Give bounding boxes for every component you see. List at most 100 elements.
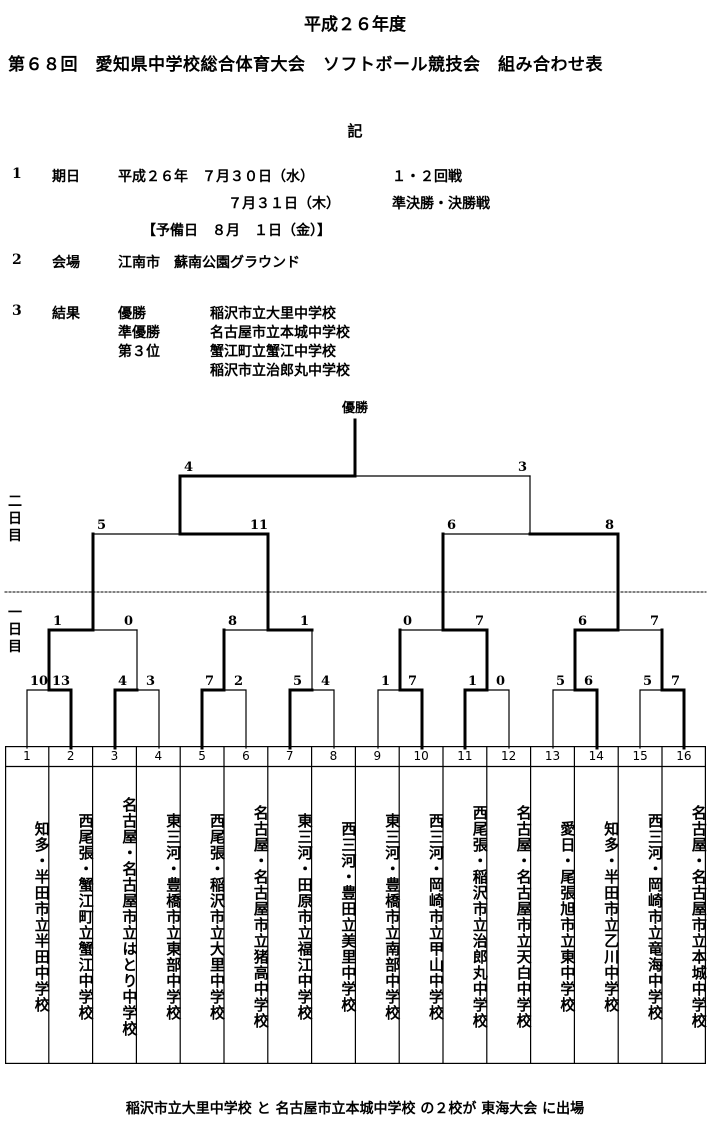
school-column: 8 西三河・豊田立美里中学校 [312, 746, 358, 1064]
school-number: 16 [676, 749, 692, 763]
bracket-score: 11 [250, 518, 268, 533]
bracket-score: 0 [496, 674, 505, 689]
school-name: 西尾張・稲沢市立大里中学校 [207, 812, 226, 1021]
item1-line2-event: 準決勝・決勝戦 [392, 196, 490, 212]
bracket-score: 8 [605, 518, 614, 533]
school-column: 12 名古屋・名古屋市立天白中学校 [487, 746, 533, 1064]
school-column: 14 知多・半田市立乙川中学校 [574, 746, 621, 1064]
school-number: 13 [544, 749, 561, 763]
result-label: 準優勝 [118, 325, 160, 341]
school-name: 名古屋・名古屋市立はとり中学校 [120, 796, 139, 1037]
bracket-score: 5 [293, 674, 302, 689]
bracket-score: 13 [52, 674, 70, 689]
school-name: 西三河・岡崎市立竜海中学校 [645, 812, 664, 1021]
school-column: 4 東三河・豊橋市立東部中学校 [136, 746, 183, 1064]
school-name: 西尾張・稲沢市立治郎丸中学校 [470, 804, 489, 1029]
school-column: 7 東三河・田原市立福江中学校 [268, 746, 314, 1064]
document-main-title: 第６８回 愛知県中学校総合体育大会 ソフトボール競技会 組み合わせ表 [8, 55, 603, 75]
school-name: 東三河・田原市立福江中学校 [295, 812, 314, 1021]
bracket-score: 6 [447, 518, 456, 533]
table-grid [5, 746, 706, 1064]
result-label: 優勝 [118, 306, 146, 322]
item1-label: 期日 [52, 169, 80, 185]
school-column: 9 東三河・豊橋市立南部中学校 [355, 746, 402, 1064]
item1-line1-date: 平成２６年 ７月３０日（水） [118, 169, 314, 185]
school-name: 愛日・尾張旭市立東中学校 [558, 820, 577, 1013]
school-column: 15 西三河・岡崎市立竜海中学校 [618, 746, 664, 1064]
item2-number: 2 [12, 252, 22, 268]
school-number: 14 [588, 749, 604, 763]
document-year-title: 平成２６年度 [304, 15, 406, 35]
bracket-score: 1 [300, 614, 309, 629]
item1-reserve-date: 【予備日 ８月 １日（金）】 [142, 223, 331, 239]
result-label: 第３位 [118, 344, 160, 360]
bracket-score: 7 [671, 674, 680, 689]
school-number: 3 [110, 749, 119, 763]
school-column: 1 知多・半田市立半田中学校 [5, 746, 51, 1064]
bracket-score: 5 [556, 674, 565, 689]
ki-heading: 記 [347, 122, 363, 140]
bracket-score: 1 [468, 674, 477, 689]
school-name: 知多・半田市立乙川中学校 [602, 820, 621, 1013]
school-column: 16 名古屋・名古屋市立本城中学校 [662, 746, 708, 1064]
result-school: 稲沢市立治郎丸中学校 [210, 363, 350, 379]
school-number: 8 [329, 749, 338, 763]
item1-line2-date: ７月３１日（木） [228, 196, 340, 212]
bracket-score: 7 [408, 674, 417, 689]
item2-venue: 江南市 蘇南公園グラウンド [118, 255, 300, 271]
champion-label: 優勝 [341, 400, 369, 416]
item3-label: 結果 [52, 306, 80, 322]
footer-note: 稲沢市立大里中学校 と 名古屋市立本城中学校 の２校が 東海大会 に出場 [125, 1101, 585, 1117]
school-number: 12 [501, 749, 517, 763]
bracket-score: 7 [475, 614, 484, 629]
school-number: 9 [373, 749, 382, 763]
school-number: 10 [413, 749, 429, 763]
item1-line1-event: １・２回戦 [392, 169, 462, 185]
bracket-score: 7 [650, 614, 659, 629]
school-column: 3 名古屋・名古屋市立はとり中学校 [93, 746, 139, 1064]
school-name: 名古屋・名古屋市立猪高中学校 [251, 804, 270, 1029]
school-name: 名古屋・名古屋市立本城中学校 [689, 804, 708, 1029]
bracket-score: 6 [578, 614, 587, 629]
school-column: 10 西三河・岡崎市立甲山中学校 [399, 746, 445, 1064]
school-name: 西三河・岡崎市立甲山中学校 [426, 812, 445, 1021]
day1-label: 一日目 [8, 605, 22, 655]
school-name: 知多・半田市立半田中学校 [32, 820, 51, 1013]
bracket-score: 4 [118, 674, 127, 689]
bracket-score: 4 [184, 460, 193, 475]
day2-label: 二日目 [8, 494, 22, 544]
bracket-score: 0 [403, 614, 412, 629]
item3-number: 3 [12, 303, 22, 319]
school-column: 13 愛日・尾張旭市立東中学校 [531, 746, 577, 1064]
bracket-score: 4 [321, 674, 330, 689]
school-column: 2 西尾張・蟹江町立蟹江中学校 [49, 746, 95, 1064]
bracket-score: 7 [205, 674, 214, 689]
item2-label: 会場 [52, 255, 80, 271]
item1-number: 1 [12, 166, 22, 182]
bracket-score: 3 [518, 460, 527, 475]
school-number: 4 [154, 749, 163, 763]
school-name: 東三河・豊橋市立東部中学校 [164, 812, 183, 1021]
school-name: 東三河・豊橋市立南部中学校 [383, 812, 402, 1021]
bracket-score: 0 [124, 614, 133, 629]
bracket-score: 1 [53, 614, 62, 629]
school-name: 西尾張・蟹江町立蟹江中学校 [76, 812, 95, 1021]
school-number: 5 [198, 749, 206, 763]
result-school: 稲沢市立大里中学校 [210, 306, 336, 322]
bracket-score: 10 [30, 674, 48, 689]
result-school: 蟹江町立蟹江中学校 [210, 344, 336, 360]
tournament-bracket: 優勝 4 3 5 11 6 8 1 0 8 1 0 7 6 7 10 13 4 … [4, 400, 707, 750]
school-column: 11 西尾張・稲沢市立治郎丸中学校 [443, 746, 489, 1064]
bracket-score: 2 [234, 674, 243, 689]
result-school: 名古屋市立本城中学校 [210, 325, 350, 341]
bracket-score: 1 [381, 674, 390, 689]
school-table: 1 知多・半田市立半田中学校 2 西尾張・蟹江町立蟹江中学校 3 名古屋・名古屋… [5, 746, 708, 1064]
school-number: 11 [457, 749, 473, 763]
school-column: 6 名古屋・名古屋市立猪高中学校 [224, 746, 270, 1064]
school-number: 1 [23, 749, 31, 763]
school-number: 7 [285, 749, 294, 763]
bracket-score: 6 [584, 674, 593, 689]
school-name: 西三河・豊田立美里中学校 [339, 820, 358, 1013]
bracket-score: 3 [146, 674, 155, 689]
bracket-score: 8 [228, 614, 237, 629]
